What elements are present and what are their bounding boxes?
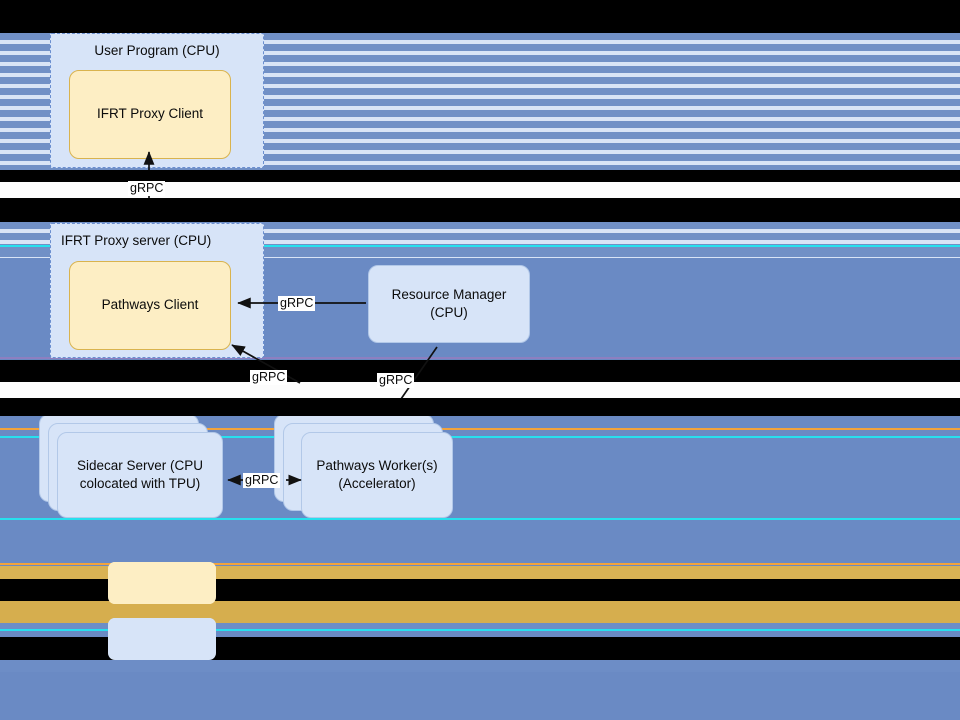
background-solid-8 [0,660,960,672]
accent-line-7 [0,629,960,631]
accent-line-6 [0,563,960,565]
glitch-overlay-1 [0,170,960,182]
node-pathways-worker-label-line1: Pathways Worker(s) [316,458,438,474]
component-pathways-client-label: Pathways Client [101,297,199,313]
glitch-overlay-top [0,0,960,33]
background-solid-7 [0,632,960,637]
background-solid-5 [0,521,960,565]
edge-label-server-to-client-front: gRPC [128,181,166,196]
node-sidecar-server[interactable]: Sidecar Server (CPU colocated with TPU) [57,432,223,518]
glitch-overlay-2 [0,198,960,222]
component-ifrt-proxy-client[interactable]: IFRT Proxy Client [69,70,231,159]
node-pathways-worker-label-line2: (Accelerator) [338,476,416,491]
glitch-bar-white-2 [0,382,960,398]
legend-band-gold-1 [0,566,960,579]
component-ifrt-proxy-client-label: IFRT Proxy Client [96,106,204,122]
edge-label-rm-to-workers: gRPC [377,373,415,388]
glitch-overlay-3 [0,398,960,416]
edge-label-sidecar-to-pathways-client: gRPC [250,370,288,385]
accent-line-3 [0,428,960,430]
background-solid-9 [0,672,960,720]
container-ifrt-proxy-server-label: IFRT Proxy server (CPU) [61,233,212,248]
node-pathways-worker[interactable]: Pathways Worker(s) (Accelerator) [301,432,453,518]
container-user-program-label: User Program (CPU) [94,43,220,58]
node-sidecar-server-label-line1: Sidecar Server (CPU [76,458,204,474]
legend-band-gold-2 [0,601,960,623]
glitch-bar-3 [0,360,960,382]
accent-line-4 [0,436,960,438]
node-resource-manager-label-line1: Resource Manager [391,287,507,303]
legend-swatch-node-front [108,618,216,660]
background-stripe-band-3 [0,250,960,258]
accent-line-5 [0,518,960,520]
legend-swatch-component-front [108,562,216,604]
accent-line-1 [0,245,960,247]
component-pathways-client[interactable]: Pathways Client [69,261,231,350]
glitch-overlay-5 [0,637,960,660]
node-resource-manager[interactable]: Resource Manager (CPU) [368,265,530,343]
background-solid-3 [0,430,960,436]
node-sidecar-server-label-line2: colocated with TPU) [79,476,201,491]
node-resource-manager-label-line2: (CPU) [430,305,468,320]
edge-label-rm-to-pathways-client: gRPC [278,296,316,311]
accent-line-2 [0,357,960,359]
glitch-bar-white-1 [0,182,960,198]
edge-label-sidecar-worker: gRPC [243,473,281,488]
glitch-overlay-4 [0,579,960,601]
background-solid-2 [0,416,960,428]
background-solid-6 [0,623,960,629]
